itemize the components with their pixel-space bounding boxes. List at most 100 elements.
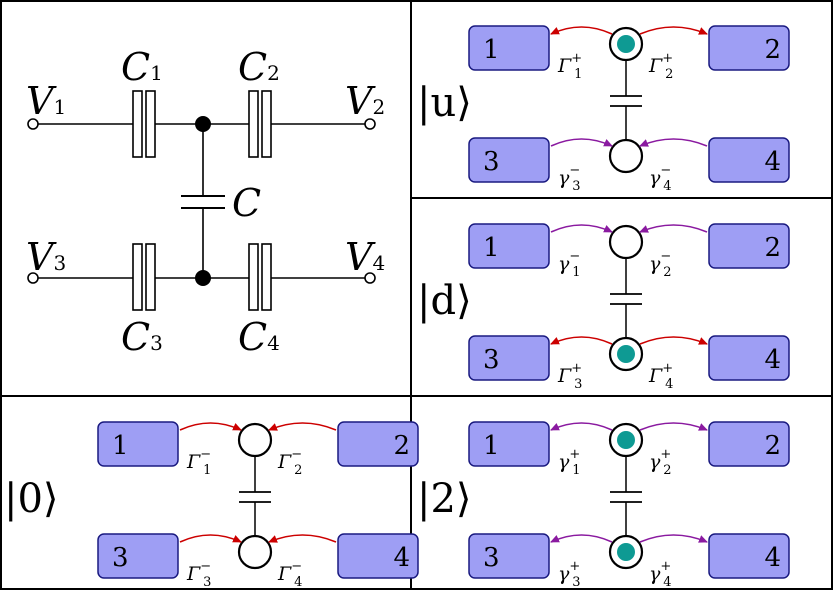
rate-label-4: Γ−4 xyxy=(277,559,302,590)
state-label: |2⟩ xyxy=(417,476,472,522)
terminal-v1 xyxy=(27,118,39,130)
rate-label-2: γ+2 xyxy=(649,447,672,478)
capacitor-label-c2: C2 xyxy=(238,45,280,89)
voltage-label-v4: V4 xyxy=(345,235,385,279)
capacitor-c3-symbol xyxy=(132,243,156,311)
lead-box-2 xyxy=(708,25,790,71)
rate-arrow-3 xyxy=(550,336,613,345)
lead-box-4 xyxy=(708,335,790,381)
state-panel-u: |u⟩ 1 2 3 4 Γ+1 Γ+2 γ−3 γ−4 xyxy=(417,25,790,194)
capacitor-c1-symbol xyxy=(132,90,156,158)
rate-arrow-3 xyxy=(550,138,613,147)
node-top xyxy=(195,116,211,132)
lead-box-number: 2 xyxy=(764,35,781,65)
quantum-dot-bottom xyxy=(237,534,273,570)
electron-top xyxy=(617,35,635,53)
rate-label-2: Γ+2 xyxy=(648,51,673,82)
quantum-dot-top xyxy=(237,422,273,458)
rate-label-3: γ+3 xyxy=(558,559,581,590)
lead-box-number: 3 xyxy=(483,147,500,177)
lead-box-number: 1 xyxy=(483,233,500,263)
state-panel-2: |2⟩ 1 2 3 4 γ+1 γ+2 γ+3 γ+4 xyxy=(417,421,790,590)
lead-box-3 xyxy=(468,533,550,579)
lead-box-2 xyxy=(708,223,790,269)
voltage-label-v1: V1 xyxy=(26,79,66,123)
lead-box-number: 4 xyxy=(764,543,781,573)
electron-bottom xyxy=(617,345,635,363)
rate-arrow-1 xyxy=(550,422,613,431)
rate-arrow-1 xyxy=(550,26,613,35)
capacitor-label-c4: C4 xyxy=(238,315,280,359)
state-panels: |u⟩ 1 2 3 4 Γ+1 Γ+2 γ−3 γ−4 |d⟩ 1 2 3 4 γ−1 γ−2Γ+3 Γ+4 |0… xyxy=(4,25,790,590)
coupling-capacitor-label: C xyxy=(232,181,261,225)
state-panel-0: |0⟩ 1 2 3 4 Γ−1 Γ−2Γ−3 Γ−4 xyxy=(4,421,419,590)
terminal-v4 xyxy=(364,272,376,284)
lead-box-1 xyxy=(97,421,179,467)
circuit-schematic xyxy=(27,90,376,311)
lead-box-number: 4 xyxy=(393,543,410,573)
lead-box-number: 3 xyxy=(112,543,129,573)
rate-label-4: Γ+4 xyxy=(648,361,673,392)
lead-box-1 xyxy=(468,421,550,467)
rate-label-2: Γ−2 xyxy=(277,447,302,478)
lead-box-number: 2 xyxy=(764,233,781,263)
rate-label-3: Γ+3 xyxy=(557,361,582,392)
rate-arrow-4 xyxy=(639,138,708,147)
rate-label-1: Γ−1 xyxy=(186,447,211,478)
lead-box-3 xyxy=(97,533,179,579)
quantum-dot-bottom xyxy=(608,138,644,174)
rate-arrow-4 xyxy=(639,336,708,345)
rate-label-1: γ+1 xyxy=(558,447,581,478)
capacitor-c2-symbol xyxy=(248,90,272,158)
voltage-label-v2: V2 xyxy=(345,79,385,123)
rate-label-4: γ−4 xyxy=(649,163,672,194)
state-label: |u⟩ xyxy=(417,80,472,126)
rate-arrow-3 xyxy=(179,534,242,543)
lead-box-4 xyxy=(708,137,790,183)
rate-arrow-2 xyxy=(639,26,708,35)
rate-label-3: Γ−3 xyxy=(186,559,211,590)
rate-arrow-4 xyxy=(639,534,708,543)
circuit-labels: V1 V2 V3 V4 C1 C2 C3 C4 C xyxy=(26,45,385,359)
rate-label-2: γ−2 xyxy=(649,249,672,280)
rate-arrow-2 xyxy=(639,224,708,233)
rate-arrow-2 xyxy=(268,422,337,431)
electron-bottom xyxy=(617,543,635,561)
lead-box-number: 4 xyxy=(764,147,781,177)
lead-box-3 xyxy=(468,335,550,381)
rate-arrow-1 xyxy=(550,224,613,233)
lead-box-number: 1 xyxy=(483,35,500,65)
lead-box-number: 3 xyxy=(483,345,500,375)
electron-top xyxy=(617,431,635,449)
rate-label-1: Γ+1 xyxy=(557,51,582,82)
rate-label-3: γ−3 xyxy=(558,163,581,194)
lead-box-2 xyxy=(708,421,790,467)
rate-arrow-3 xyxy=(550,534,613,543)
lead-box-1 xyxy=(468,223,550,269)
lead-box-number: 1 xyxy=(112,431,129,461)
lead-box-3 xyxy=(468,137,550,183)
rate-arrow-1 xyxy=(179,422,242,431)
lead-box-number: 3 xyxy=(483,543,500,573)
terminal-v2 xyxy=(364,118,376,130)
voltage-label-v3: V3 xyxy=(26,235,66,279)
capacitor-label-c3: C3 xyxy=(121,315,163,359)
lead-box-4 xyxy=(337,533,419,579)
node-bottom xyxy=(195,270,211,286)
lead-box-1 xyxy=(468,25,550,71)
lead-box-2 xyxy=(337,421,419,467)
rate-label-1: γ−1 xyxy=(558,249,581,280)
quantum-dot-top xyxy=(608,224,644,260)
lead-box-number: 2 xyxy=(393,431,410,461)
rate-arrow-4 xyxy=(268,534,337,543)
state-label: |d⟩ xyxy=(417,278,472,324)
lead-box-number: 1 xyxy=(483,431,500,461)
lead-box-4 xyxy=(708,533,790,579)
rate-label-4: γ+4 xyxy=(649,559,672,590)
state-label: |0⟩ xyxy=(4,476,59,522)
lead-box-number: 2 xyxy=(764,431,781,461)
